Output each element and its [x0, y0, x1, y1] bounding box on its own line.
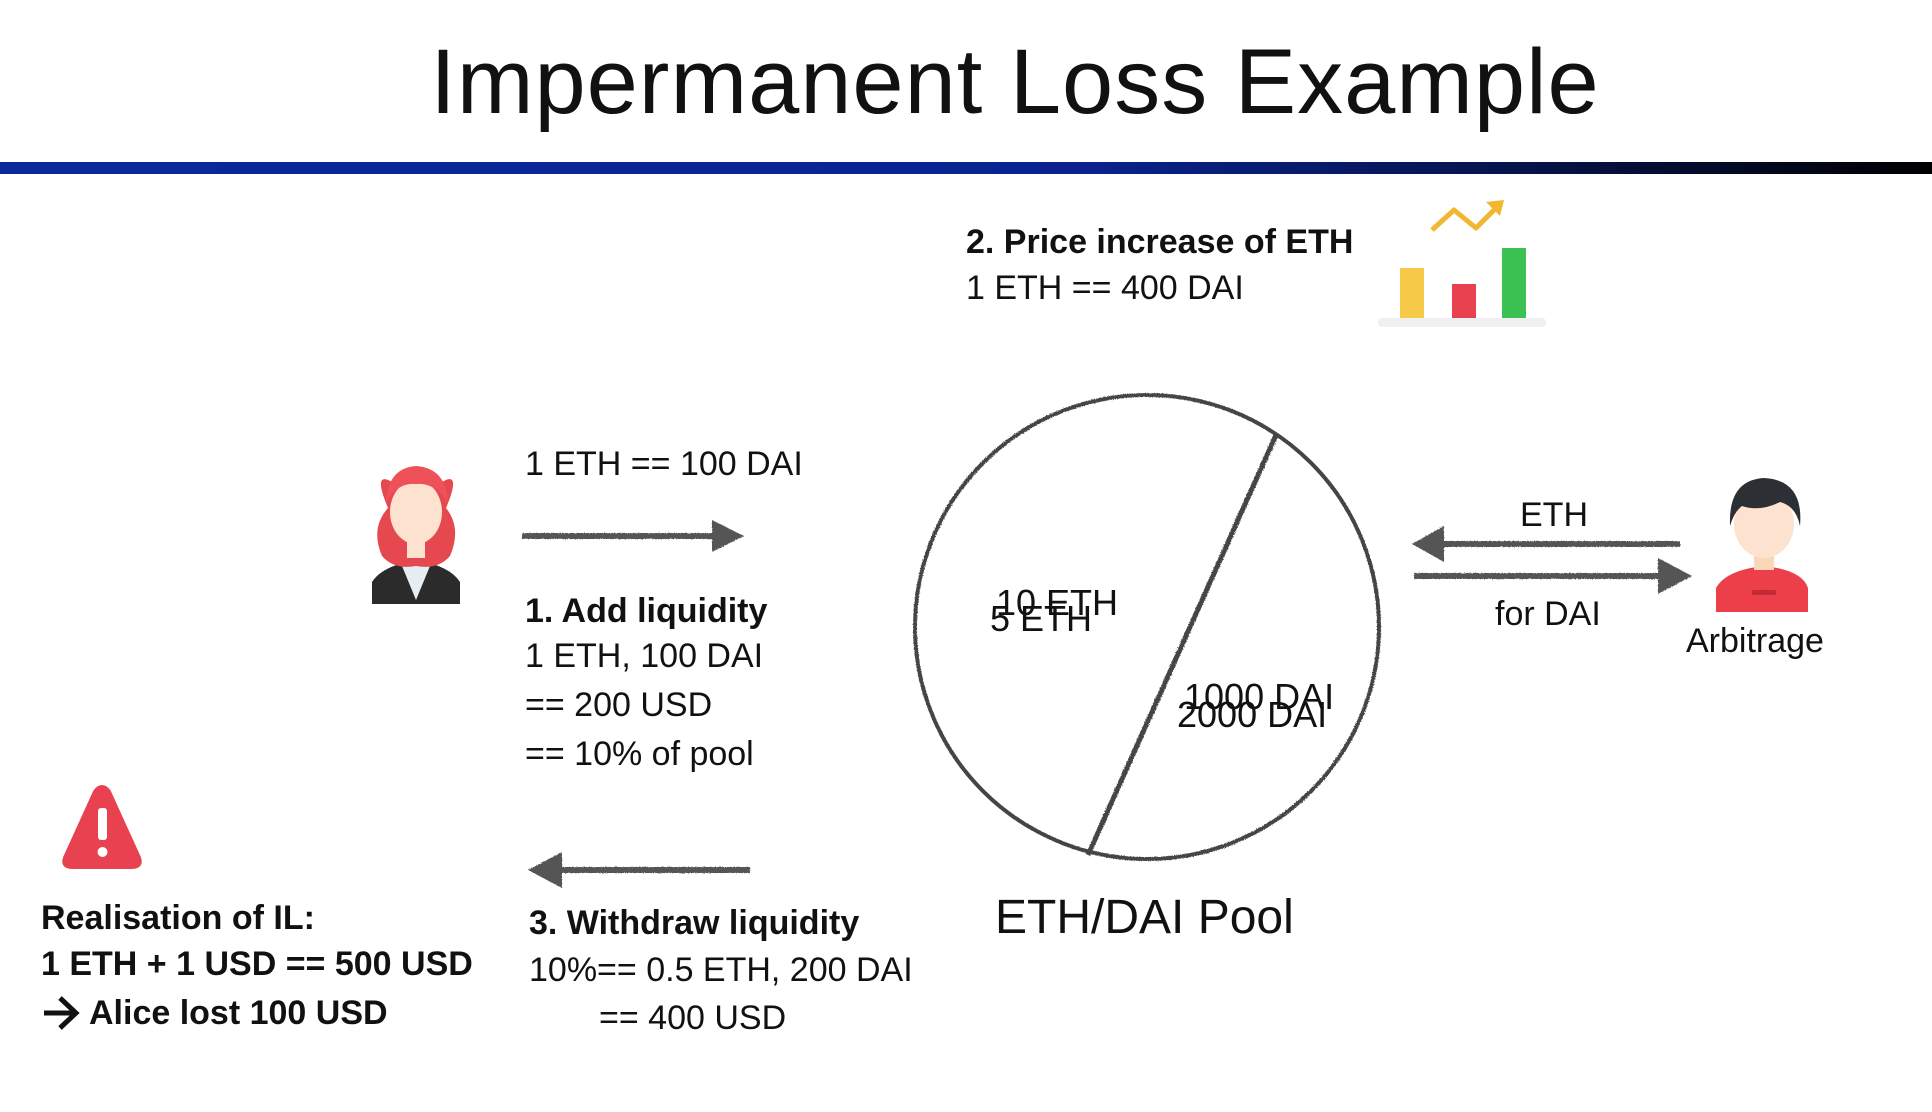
pool-eth-after: 5 ETH — [990, 598, 1093, 639]
arbitrage-label: Arbitrage — [1686, 622, 1824, 660]
trending-chart-icon — [1378, 200, 1546, 327]
step3-heading: 3. Withdraw liquidity — [529, 904, 860, 942]
title-divider — [0, 162, 1932, 174]
step3-line-1: 10%== 0.5 ETH, 200 DAI — [529, 951, 913, 989]
il-heading: Realisation of IL: — [41, 899, 315, 937]
arb-right-arrow-icon — [1414, 558, 1692, 594]
step2-heading: 2. Price increase of ETH — [966, 223, 1354, 261]
step1-heading: 1. Add liquidity — [525, 592, 768, 630]
pool-label: ETH/DAI Pool — [995, 891, 1294, 944]
il-line-2: Alice lost 100 USD — [89, 994, 388, 1032]
step2-rate: 1 ETH == 400 DAI — [966, 269, 1244, 307]
warning-icon — [62, 785, 142, 869]
step1-line-2: == 200 USD — [525, 686, 713, 724]
right-arrow-icon — [522, 520, 744, 552]
pool-circle — [913, 393, 1381, 861]
arb-dai-label: for DAI — [1495, 595, 1601, 633]
arb-eth-label: ETH — [1520, 496, 1588, 534]
step3-line-2: == 400 USD — [599, 999, 787, 1037]
result-arrow-icon — [44, 996, 80, 1030]
slide-title: Impermanent Loss Example — [430, 31, 1600, 133]
il-line-1: 1 ETH + 1 USD == 500 USD — [41, 945, 473, 983]
pool-eth-before: 10 ETH — [996, 582, 1119, 623]
left-arrow-icon — [528, 852, 750, 888]
step1-line-1: 1 ETH, 100 DAI — [525, 637, 764, 675]
woman-avatar-icon — [372, 466, 460, 604]
pool-dai-after: 2000 DAI — [1177, 694, 1328, 735]
man-avatar-icon — [1716, 478, 1808, 612]
initial-rate: 1 ETH == 100 DAI — [525, 445, 803, 483]
arb-left-arrow-icon — [1412, 526, 1680, 562]
pool-dai-before: 1000 DAI — [1184, 676, 1335, 717]
step1-line-3: == 10% of pool — [525, 735, 754, 773]
